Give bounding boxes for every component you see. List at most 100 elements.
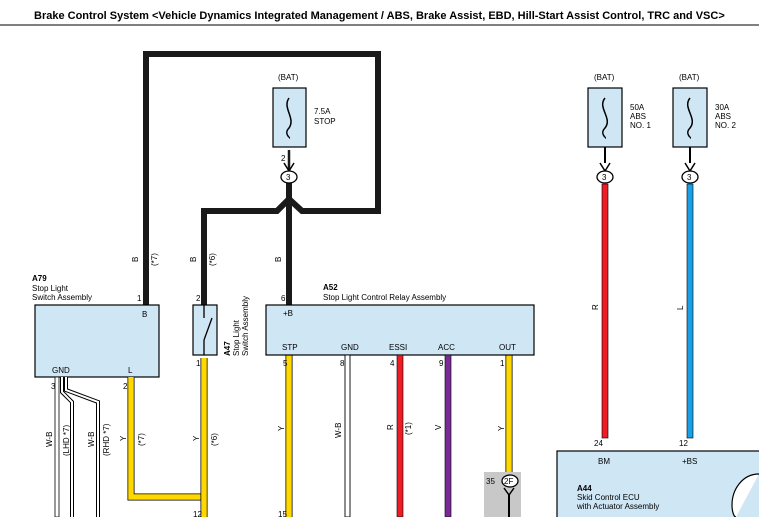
a79-pin-b: 1 [137, 294, 142, 303]
wire-wb-lhd [61, 377, 73, 517]
junction-stop-label: 3 [286, 173, 291, 182]
a79-box [34, 304, 160, 378]
wire-note-r-essi: (*1) [404, 422, 413, 435]
black-wire-group [143, 51, 381, 305]
a52-pin-gnd: 8 [340, 359, 345, 368]
a52-pin-b: 6 [281, 294, 286, 303]
wire-label-r-essi: R [386, 424, 395, 430]
connector-2f-ring [501, 474, 519, 488]
connector-2f-pin: 35 [486, 477, 495, 486]
fuse-abs2-name1: ABS [715, 112, 731, 121]
wire-wb-a52-gnd [344, 354, 351, 517]
fuse-abs-no1: (BAT) 50A ABS NO. 1 3 [587, 73, 651, 184]
component-a44: 24 12 BM +BS A44 Skid Control ECU with A… [556, 439, 759, 517]
component-a79: A79 Stop Light Switch Assembly 1 B GND L… [32, 274, 160, 391]
a52-term-gnd: GND [341, 343, 359, 352]
a79-pin-l: 2 [123, 382, 128, 391]
a44-pin-bm: 24 [594, 439, 603, 448]
a52-pin-out: 1 [500, 359, 505, 368]
a47-switch-blade-icon [203, 317, 213, 341]
a52-term-out: OUT [499, 343, 516, 352]
yellow-wire-group [127, 355, 513, 517]
wire-label-y3: Y [277, 425, 286, 431]
wire-red-essi [396, 354, 404, 517]
wire-y-a79 [128, 377, 207, 517]
fuse-abs2-source: (BAT) [679, 73, 700, 82]
junction-abs1 [596, 170, 614, 184]
wire-note-y1: (*7) [137, 433, 146, 446]
a79-name1: Stop Light [32, 284, 69, 293]
a44-pin-bs: 12 [679, 439, 688, 448]
wire-wb-rhd [65, 377, 99, 517]
a52-term-acc: ACC [438, 343, 455, 352]
fuse-abs1-name1: ABS [630, 112, 646, 121]
wire-note-b2: (*6) [208, 253, 217, 266]
fuse-stop-name: STOP [314, 117, 336, 126]
a79-term-gnd: GND [52, 366, 70, 375]
fuse-stop-element-icon [286, 97, 292, 139]
wire-label-y2: Y [192, 435, 201, 441]
a44-term-bs: +BS [682, 457, 697, 466]
wire-label-r-abs: R [591, 304, 600, 310]
wire-wb-1 [54, 376, 60, 517]
fuse-abs2-arrow-icon [684, 162, 696, 173]
fuse-stop: (BAT) 7.5A STOP 2 3 [272, 73, 336, 184]
a44-code: A44 [577, 484, 592, 493]
a79-pin-gnd: 3 [51, 382, 56, 391]
fuse-abs1-name2: NO. 1 [630, 121, 651, 130]
wire-label-b3: B [274, 257, 283, 262]
a52-term-b: +B [283, 309, 293, 318]
wire-label-b1: B [131, 257, 140, 262]
junction-abs1-label: 3 [602, 173, 607, 182]
fuse-abs1-arrow-icon [599, 162, 611, 173]
component-a52: A52 Stop Light Control Relay Assembly 6 … [265, 283, 535, 368]
component-a47: 2 1 A47 Stop Light Switch Assembly [192, 294, 250, 368]
a79-term-l: L [128, 366, 133, 375]
wire-red-abs1 [601, 183, 609, 439]
wire-b-loop [143, 51, 381, 305]
a52-term-stp: STP [282, 343, 298, 352]
fuse-abs1-element-icon [602, 97, 608, 139]
a47-code: A47 [223, 341, 232, 356]
fuse-abs1-rating: 50A [630, 103, 645, 112]
fuse-stop-source: (BAT) [278, 73, 299, 82]
wire-blue-abs2 [686, 183, 694, 439]
a44-name2: with Actuator Assembly [576, 502, 659, 511]
a52-name: Stop Light Control Relay Assembly [323, 293, 446, 302]
connector-2f-code: 2F [504, 477, 513, 486]
fuse-abs2-element-icon [687, 97, 693, 139]
wire-note-rhd: (RHD *7) [102, 423, 111, 456]
fuse-abs-no2: (BAT) 30A ABS NO. 2 3 [672, 73, 736, 184]
a52-code: A52 [323, 283, 338, 292]
a79-code: A79 [32, 274, 47, 283]
wire-label-v-acc: V [434, 424, 443, 430]
a47-name2: Switch Assembly [241, 296, 250, 356]
bottom-pin-15: 15 [278, 510, 287, 517]
wire-label-wb1: W-B [45, 432, 54, 447]
junction-abs2-label: 3 [687, 173, 692, 182]
a47-pin-top: 2 [196, 294, 201, 303]
fuse-stop-pin: 2 [281, 154, 286, 163]
fuse-stop-rating: 7.5A [314, 107, 331, 116]
fuse-abs2-rating: 30A [715, 103, 730, 112]
wire-note-y2: (*6) [210, 433, 219, 446]
wire-label-y1: Y [119, 435, 128, 441]
a79-term-b: B [142, 310, 147, 319]
a47-box [192, 304, 218, 356]
a47-pin-bottom: 1 [196, 359, 201, 368]
a44-box [556, 450, 759, 517]
wire-label-wb3: W-B [334, 423, 343, 438]
bottom-pin-12: 12 [193, 510, 202, 517]
a44-name1: Skid Control ECU [577, 493, 640, 502]
a52-pin-stp: 5 [283, 359, 288, 368]
a52-pin-acc: 9 [439, 359, 444, 368]
a44-term-bm: BM [598, 457, 610, 466]
junction-stop [280, 170, 298, 184]
wire-label-b2: B [189, 257, 198, 262]
a47-name1: Stop Light [232, 319, 241, 356]
wire-label-y-out: Y [497, 425, 506, 431]
wire-note-b1: (*7) [150, 253, 159, 266]
connector-2f: 35 2F [484, 472, 521, 517]
wire-label-wb2: W-B [87, 432, 96, 447]
